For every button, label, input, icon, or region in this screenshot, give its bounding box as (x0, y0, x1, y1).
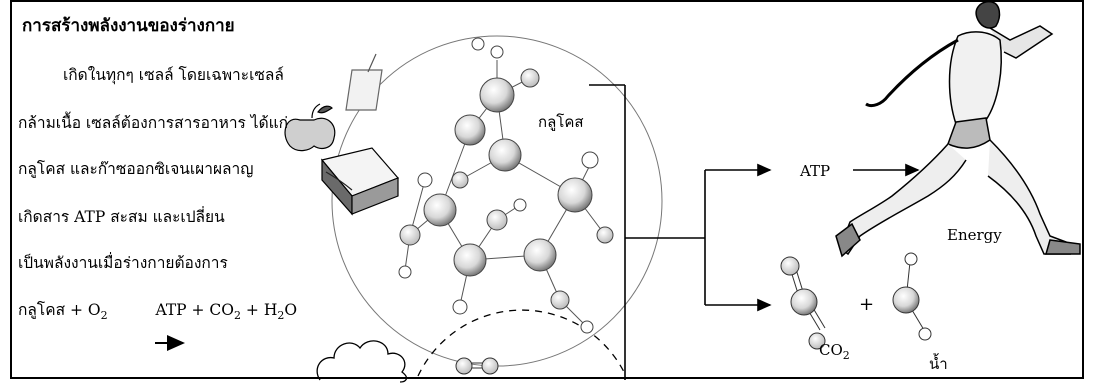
paragraph-line-1: เกิดในทุกๆ เซลล์ โดยเฉพาะเซลล์ (63, 66, 284, 84)
plus-sign: + (859, 294, 875, 315)
equation-o2-subscript: 2 (100, 309, 108, 323)
energy-label: Energy (947, 226, 1002, 244)
equation-product-water-h: + H (241, 301, 278, 319)
paragraph-line-4: เกิดสาร ATP สะสม และเปลี่ยน (18, 208, 225, 226)
paragraph-line-3: กลูโคส และก๊าซออกซิเจนเผาผลาญ (18, 160, 254, 178)
equation-co2-subscript: 2 (234, 309, 241, 323)
flow-connectors (589, 84, 920, 380)
equation-reactant: กลูโคส + O (18, 301, 101, 319)
cloud-icon (316, 340, 408, 383)
paragraph-line-2: กล้ามเนื้อ เซลล์ต้องการสารอาหาร ได้แก่ (18, 114, 289, 132)
co2-molecule (780, 256, 826, 350)
equation: กลูโคส + O2 ATP + CO2 + H2O (18, 297, 297, 322)
co2-label: CO2 (819, 341, 850, 362)
glucose-atoms (398, 37, 614, 334)
paragraph-line-5: เป็นพลังงานเมื่อร่างกายต้องการ (18, 254, 228, 272)
equation-arrow-space (119, 305, 145, 317)
atp-label: ATP (800, 162, 831, 180)
equation-h2-subscript: 2 (277, 309, 285, 323)
co2-label-main: CO (819, 341, 843, 359)
glucose-label: กลูโคส (538, 113, 584, 131)
food-icon (284, 53, 400, 216)
oxygen-molecule (455, 357, 499, 375)
page-title: การสร้างพลังงานของร่างกาย (22, 16, 235, 36)
equation-product-atp-co2: ATP + CO (155, 301, 234, 319)
water-label: น้ำ (929, 355, 948, 373)
dashed-circle (417, 309, 627, 377)
water-molecule (892, 252, 932, 341)
co2-label-subscript: 2 (842, 349, 850, 362)
runner-icon (835, 0, 1081, 258)
equation-product-water-o: O (284, 301, 298, 319)
